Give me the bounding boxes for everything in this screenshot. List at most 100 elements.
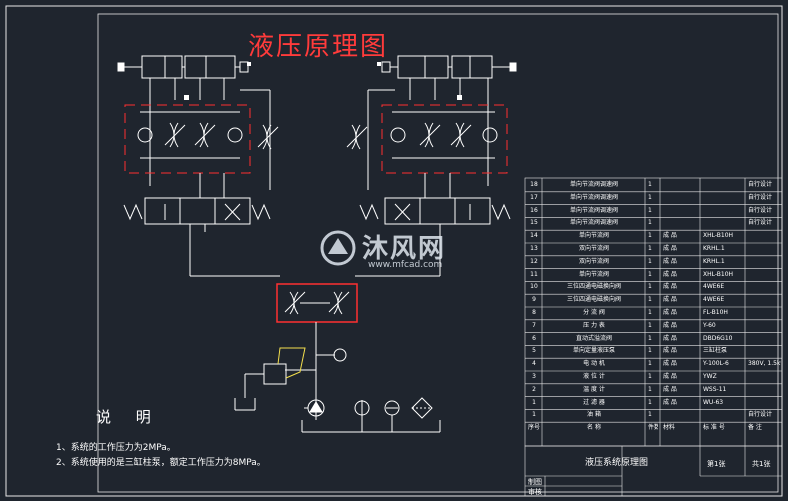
bom-cell-no: 10 — [530, 283, 538, 291]
bom-cell-code: KRHL.1 — [703, 245, 725, 252]
bom-cell-name: 双向节流阀 — [578, 245, 609, 252]
bom-cell-qty: 1 — [648, 411, 652, 419]
bom-cell-type: 成 品 — [663, 283, 677, 291]
bom-cell-type: 成 品 — [663, 245, 677, 252]
bom-cell-qty: 1 — [648, 321, 652, 329]
note-2: 2、系统使用的是三缸柱泵，额定工作压力为8MPa。 — [56, 458, 266, 468]
bom-cell-type: 成 品 — [663, 347, 677, 355]
right-cylinder-b — [451, 55, 493, 79]
bom-cell-code: 4WE6E — [703, 283, 725, 291]
bom-cell-name: 液 位 计 — [583, 373, 605, 380]
bom-cell-qty: 1 — [648, 257, 652, 265]
bom-cell-code: KRHL.1 — [703, 257, 725, 265]
right-circuit — [346, 55, 517, 277]
bom-cell-no: 1 — [532, 398, 536, 406]
bom-cell-type: 成 品 — [663, 334, 677, 342]
bom-cell-no: 4 — [532, 360, 536, 368]
bom-cell-name: 三位四通电磁换向阀 — [566, 296, 621, 304]
flow-divider-block — [276, 283, 358, 323]
bom-cell-type: 成 品 — [663, 321, 677, 329]
bom-cell-note: 380V, 1.5kw — [748, 360, 781, 368]
bom-cell-code: XHL-B10H — [703, 270, 734, 278]
bom-cell-qty: 1 — [648, 232, 652, 240]
bom-header-qty: 件数 — [648, 424, 658, 432]
right-throttle-block — [381, 104, 508, 174]
supply-circuit — [234, 283, 441, 433]
bom-cell-qty: 1 — [648, 283, 652, 291]
bom-cell-code: Y-60 — [703, 321, 716, 329]
bom-cell-type: 成 品 — [663, 398, 677, 406]
bom-cell-no: 13 — [530, 245, 538, 252]
bom-cell-code: FL-B10H — [703, 309, 728, 316]
bom-cell-code: WU-63 — [703, 398, 724, 406]
relief-valve — [263, 363, 287, 385]
sheet-number: 第1张 — [707, 460, 726, 468]
bom-cell-qty: 1 — [648, 347, 652, 355]
bom-cell-no: 7 — [532, 321, 536, 329]
bom-cell-name: 单向节流阀调速阀 — [569, 193, 618, 201]
bom-cell-name: 双向节流阀 — [578, 257, 609, 265]
bom-cell-note: 自行设计 — [748, 193, 773, 201]
bom-cell-no: 16 — [530, 206, 538, 214]
bom-cell-qty: 1 — [648, 373, 652, 380]
bom-cell-code: 4WE6E — [703, 296, 725, 304]
bom-cell-code: Y-100L-6 — [703, 360, 729, 368]
bom-cell-no: 6 — [532, 334, 536, 342]
bom-cell-name: 过 滤 器 — [583, 398, 605, 406]
bom-cell-qty: 1 — [648, 360, 652, 368]
bom-cell-code: 三缸柱泵 — [703, 347, 728, 355]
bom-cell-qty: 1 — [648, 334, 652, 342]
brand-logo-icon — [320, 230, 356, 266]
callout-markers — [184, 62, 462, 100]
bom-cell-code: XHL-B10H — [703, 232, 734, 240]
bom-cell-note: 自行设计 — [748, 181, 773, 188]
bom-cell-qty: 1 — [648, 270, 652, 278]
right-directional-valve — [384, 197, 491, 225]
bom-cell-name: 单向节流阀 — [578, 232, 609, 240]
bom-cell-no: 18 — [530, 181, 538, 188]
bom-cell-name: 单向定量液压泵 — [572, 347, 615, 355]
watermark-brand: 沐风网 — [362, 234, 447, 264]
bom-cell-name: 电 动 机 — [583, 360, 605, 368]
bom-header-name: 名 称 — [587, 424, 601, 432]
drawn-by-label: 制图 — [528, 478, 542, 486]
bom-cell-no: 14 — [530, 232, 538, 240]
bom-cell-qty: 1 — [648, 296, 652, 304]
right-cylinder-a — [397, 55, 449, 79]
bom-header-note: 备 注 — [748, 424, 762, 432]
left-directional-valve — [144, 197, 251, 225]
bom-header-code: 标 准 号 — [703, 424, 725, 432]
left-throttle-block — [124, 104, 251, 174]
bom-cell-qty: 1 — [648, 193, 652, 201]
bom-cell-type: 成 品 — [663, 257, 677, 265]
bom-cell-qty: 1 — [648, 309, 652, 316]
bom-cell-name: 压 力 表 — [583, 321, 605, 329]
bom-cell-no: 1 — [532, 411, 536, 419]
bom-cell-no: 15 — [530, 219, 538, 227]
bom-cell-no: 11 — [530, 270, 538, 278]
bom-table-grid — [524, 177, 783, 497]
bom-header-type: 材料 — [663, 424, 676, 432]
bom-cell-type: 成 品 — [663, 309, 677, 316]
bom-cell-note: 自行设计 — [748, 219, 773, 227]
notes-heading: 说 明 — [96, 408, 161, 426]
bom-cell-no: 2 — [532, 385, 536, 393]
bom-cell-no: 17 — [530, 193, 538, 201]
note-1: 1、系统的工作压力为2MPa。 — [56, 443, 176, 453]
bom-cell-name: 三位四通电磁换向阀 — [566, 283, 621, 291]
diagram-title: 液压原理图 — [248, 32, 389, 62]
bom-cell-no: 5 — [532, 347, 536, 355]
bom-cell-no: 3 — [532, 373, 536, 380]
left-cylinder-a — [141, 55, 183, 79]
drawing-name: 液压系统原理图 — [585, 458, 649, 468]
bom-cell-code: DBD6G10 — [703, 334, 733, 342]
watermark: 沐风网 www.mfcad.com — [318, 226, 478, 276]
checked-by-label: 审核 — [528, 488, 542, 496]
bom-cell-name: 分 流 阀 — [583, 309, 605, 316]
bom-cell-code: YWZ — [703, 373, 717, 380]
bom-cell-type: 成 品 — [663, 373, 677, 380]
bom-cell-type: 成 品 — [663, 232, 677, 240]
bom-cell-no: 8 — [532, 309, 536, 316]
bom-cell-name: 直动式溢流阀 — [575, 334, 612, 342]
bom-cell-name: 单向节流阀调速阀 — [569, 206, 618, 214]
